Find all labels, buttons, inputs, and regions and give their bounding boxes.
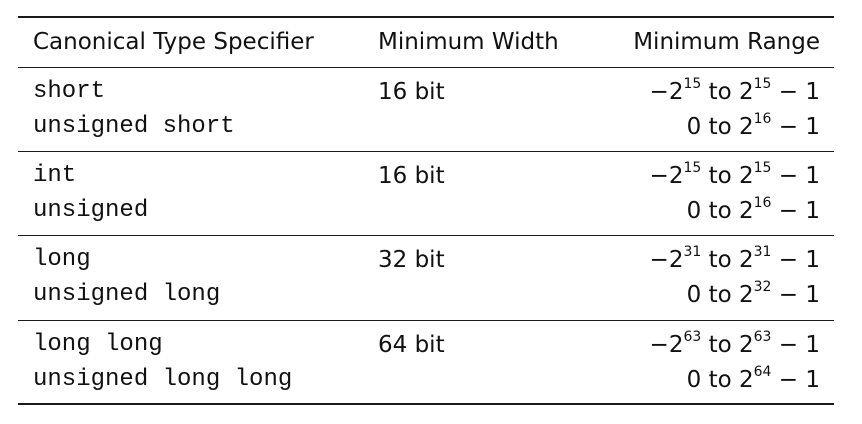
header-width: Minimum Width	[378, 29, 559, 55]
header-rule	[18, 67, 834, 68]
minimum-width: 64 bit	[378, 332, 445, 358]
unsigned-range: 0 to 216 − 1	[686, 195, 820, 224]
minimum-width: 16 bit	[378, 163, 445, 189]
unsigned-type-name: unsigned	[33, 197, 149, 224]
minimum-width: 16 bit	[378, 79, 445, 105]
header-range: Minimum Range	[633, 29, 820, 55]
unsigned-range: 0 to 216 − 1	[686, 111, 820, 140]
signed-type-name: int	[33, 162, 77, 189]
signed-range: −215 to 215 − 1	[649, 76, 820, 105]
unsigned-type-name: unsigned long	[33, 281, 221, 308]
signed-range: −263 to 263 − 1	[649, 329, 820, 358]
group-rule	[18, 320, 834, 321]
signed-type-name: long long	[33, 331, 163, 358]
minimum-width: 32 bit	[378, 247, 445, 273]
signed-range: −215 to 215 − 1	[649, 160, 820, 189]
table-bottom-rule	[18, 403, 834, 405]
signed-range: −231 to 231 − 1	[649, 244, 820, 273]
header-specifier: Canonical Type Specifier	[33, 29, 314, 55]
unsigned-type-name: unsigned short	[33, 113, 235, 140]
signed-type-name: short	[33, 78, 106, 105]
unsigned-type-name: unsigned long long	[33, 366, 293, 393]
unsigned-range: 0 to 232 − 1	[686, 279, 820, 308]
signed-type-name: long	[33, 246, 91, 273]
unsigned-range: 0 to 264 − 1	[686, 364, 820, 393]
group-rule	[18, 235, 834, 236]
table-top-rule	[18, 16, 834, 18]
group-rule	[18, 151, 834, 152]
